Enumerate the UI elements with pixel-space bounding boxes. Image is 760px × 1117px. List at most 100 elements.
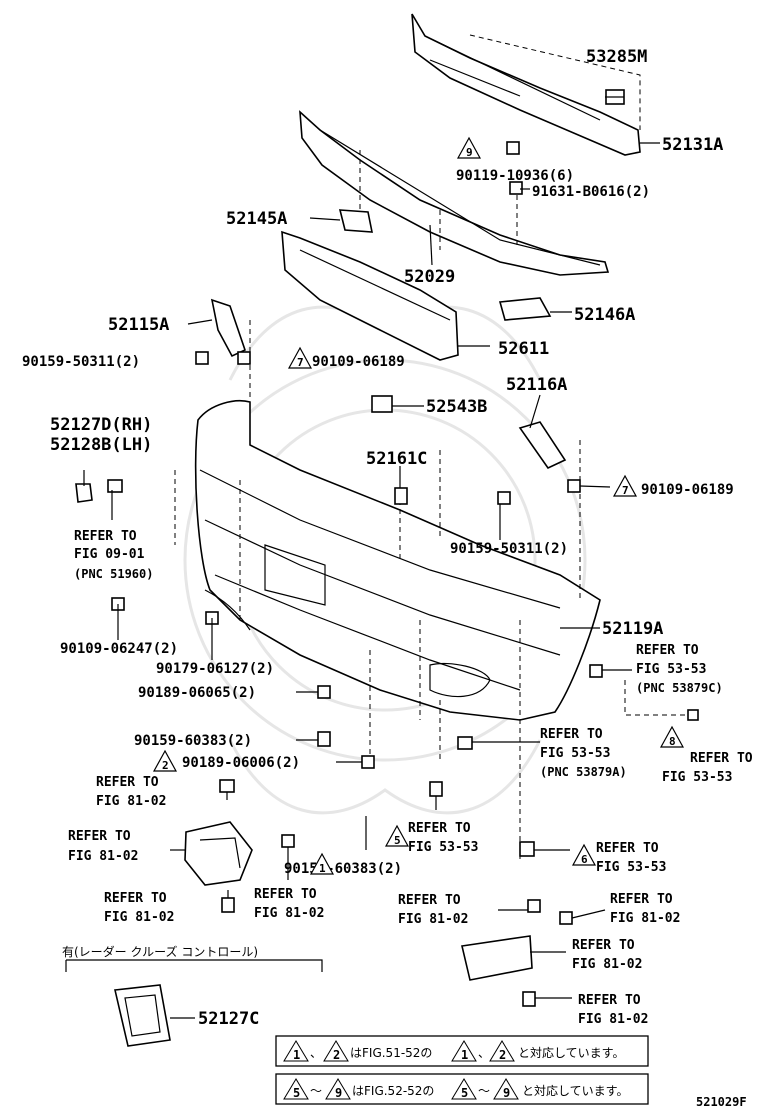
svg-text:FIG 53-53: FIG 53-53 [540, 746, 610, 761]
dashed-leader-lines-top [249, 150, 518, 400]
svg-text:FIG 81-02: FIG 81-02 [572, 957, 642, 972]
label-90109-06189-left: 90109-06189 [312, 354, 405, 370]
svg-text:はFIG.52-52の: はFIG.52-52の [352, 1084, 434, 1098]
svg-text:1: 1 [293, 1048, 300, 1062]
radar-bezel-52127C [114, 984, 171, 1047]
bracket-52116A-shape [518, 421, 567, 470]
svg-text:FIG 53-53: FIG 53-53 [636, 662, 706, 677]
svg-text:REFER TO: REFER TO [610, 892, 673, 907]
clip-52543B-shape [371, 395, 393, 413]
svg-text:1: 1 [461, 1048, 468, 1062]
svg-text:REFER TO: REFER TO [596, 841, 659, 856]
svg-text:REFER TO: REFER TO [572, 938, 635, 953]
support-52611 [281, 230, 459, 361]
label-90179-06127: 90179-06127(2) [156, 661, 274, 677]
refer-fig-81-02-mid: REFER TO FIG 81-02 [398, 893, 468, 927]
refer-fig-81-02-clip: REFER TO FIG 81-02 [96, 775, 166, 809]
label-52543B: 52543B [426, 397, 487, 417]
svg-text:2: 2 [162, 759, 169, 772]
svg-text:FIG 09-01: FIG 09-01 [74, 547, 145, 562]
label-52146A: 52146A [574, 305, 635, 325]
bracket-52146A-shape [498, 297, 552, 321]
label-90159-60383-b: 90159-60383(2) [284, 861, 402, 877]
refer-fig-53-53-5: REFER TO FIG 53-53 [408, 821, 478, 855]
svg-text:(PNC 53879A): (PNC 53879A) [540, 765, 627, 779]
refer-fig-81-02-right-lamp: REFER TO FIG 81-02 [572, 938, 642, 972]
svg-text:FIG 81-02: FIG 81-02 [104, 910, 174, 925]
svg-text:REFER TO: REFER TO [540, 727, 603, 742]
triangle-mark-icon: 9 7 7 8 2 1 5 6 [152, 136, 685, 875]
svg-text:6: 6 [581, 853, 588, 866]
refer-fig-53-53-a: REFER TO FIG 53-53 (PNC 53879A) [540, 727, 627, 779]
refer-fig-81-02-lamp: REFER TO FIG 81-02 [68, 829, 138, 864]
svg-text:REFER TO: REFER TO [74, 529, 137, 544]
svg-text:9: 9 [335, 1086, 342, 1100]
svg-text:FIG 81-02: FIG 81-02 [254, 906, 324, 921]
svg-text:5: 5 [461, 1086, 468, 1100]
svg-text:FIG 81-02: FIG 81-02 [610, 911, 680, 926]
label-52128B: 52128B(LH) [50, 435, 152, 455]
label-90189-06006: 90189-06006(2) [182, 755, 300, 771]
svg-text:FIG 53-53: FIG 53-53 [662, 770, 732, 785]
svg-text:FIG 81-02: FIG 81-02 [578, 1012, 648, 1027]
svg-text:REFER TO: REFER TO [398, 893, 461, 908]
svg-text:～: ～ [478, 1084, 490, 1098]
svg-text:FIG 53-53: FIG 53-53 [596, 860, 666, 875]
fog-lamp-left [184, 821, 253, 886]
refer-fig-81-02-right-top: REFER TO FIG 81-02 [610, 892, 680, 926]
svg-text:REFER TO: REFER TO [408, 821, 471, 836]
svg-text:FIG 81-02: FIG 81-02 [398, 912, 468, 927]
svg-text:9: 9 [503, 1086, 510, 1100]
label-90189-06065: 90189-06065(2) [138, 685, 256, 701]
label-90109-06247: 90109-06247(2) [60, 641, 178, 657]
label-52611: 52611 [498, 339, 549, 359]
svg-text:～: ～ [310, 1084, 322, 1098]
figure-code: 521029F [696, 1095, 747, 1109]
refer-fig-53-53-8: REFER TO FIG 53-53 [662, 751, 753, 785]
bolt-icon [195, 141, 523, 365]
label-52127C: 52127C [198, 1009, 259, 1029]
label-90119-10936: 90119-10936(6) [456, 168, 574, 184]
label-90109-06189-right: 90109-06189 [641, 482, 734, 498]
svg-text:と対応しています。: と対応しています。 [522, 1084, 628, 1098]
svg-text:REFER TO: REFER TO [578, 993, 641, 1008]
svg-text:REFER TO: REFER TO [96, 775, 159, 790]
svg-text:FIG 81-02: FIG 81-02 [68, 849, 138, 864]
fog-lamp-right [461, 935, 533, 981]
label-90159-50311-left: 90159-50311(2) [22, 354, 140, 370]
label-90159-60383-a: 90159-60383(2) [134, 733, 252, 749]
svg-text:、: 、 [310, 1046, 322, 1060]
svg-text:、: 、 [478, 1046, 490, 1060]
dashed-outline-52131A [469, 34, 641, 130]
label-52029: 52029 [404, 267, 455, 287]
bumper-cover-52119A [194, 400, 601, 721]
svg-text:5: 5 [394, 834, 401, 847]
svg-text:FIG 53-53: FIG 53-53 [408, 840, 478, 855]
svg-text:9: 9 [466, 146, 473, 159]
label-91631-B0616: 91631-B0616(2) [532, 184, 650, 200]
svg-text:(PNC 51960): (PNC 51960) [74, 567, 153, 581]
refer-fig-81-02-bolt: REFER TO FIG 81-02 [104, 891, 174, 925]
svg-text:REFER TO: REFER TO [690, 751, 753, 766]
svg-text:はFIG.51-52の: はFIG.51-52の [350, 1046, 432, 1060]
note-box-1: 1 、 2 はFIG.51-52の 1 、 2 と対応しています。 [275, 1035, 649, 1067]
refer-fig-81-02-nut: REFER TO FIG 81-02 [254, 887, 324, 921]
svg-text:7: 7 [622, 484, 629, 497]
svg-text:(PNC 53879C): (PNC 53879C) [636, 681, 723, 695]
label-52116A: 52116A [506, 375, 567, 395]
refer-fig-53-53-c: REFER TO FIG 53-53 (PNC 53879C) [636, 643, 723, 695]
svg-text:7: 7 [297, 356, 304, 369]
svg-text:と対応しています。: と対応しています。 [518, 1046, 624, 1060]
dashed-leader-lines-bumper [174, 440, 690, 860]
leader-lines [65, 96, 660, 1019]
svg-text:1: 1 [319, 862, 326, 875]
label-52145A: 52145A [226, 209, 287, 229]
refer-fig-53-53-6: REFER TO FIG 53-53 [596, 841, 666, 875]
label-53285M: 53285M [586, 47, 647, 67]
svg-text:2: 2 [499, 1048, 506, 1062]
absorber-52029 [299, 110, 610, 276]
svg-text:8: 8 [669, 735, 676, 748]
refer-fig-09-01: REFER TO FIG 09-01 (PNC 51960) [74, 529, 153, 581]
